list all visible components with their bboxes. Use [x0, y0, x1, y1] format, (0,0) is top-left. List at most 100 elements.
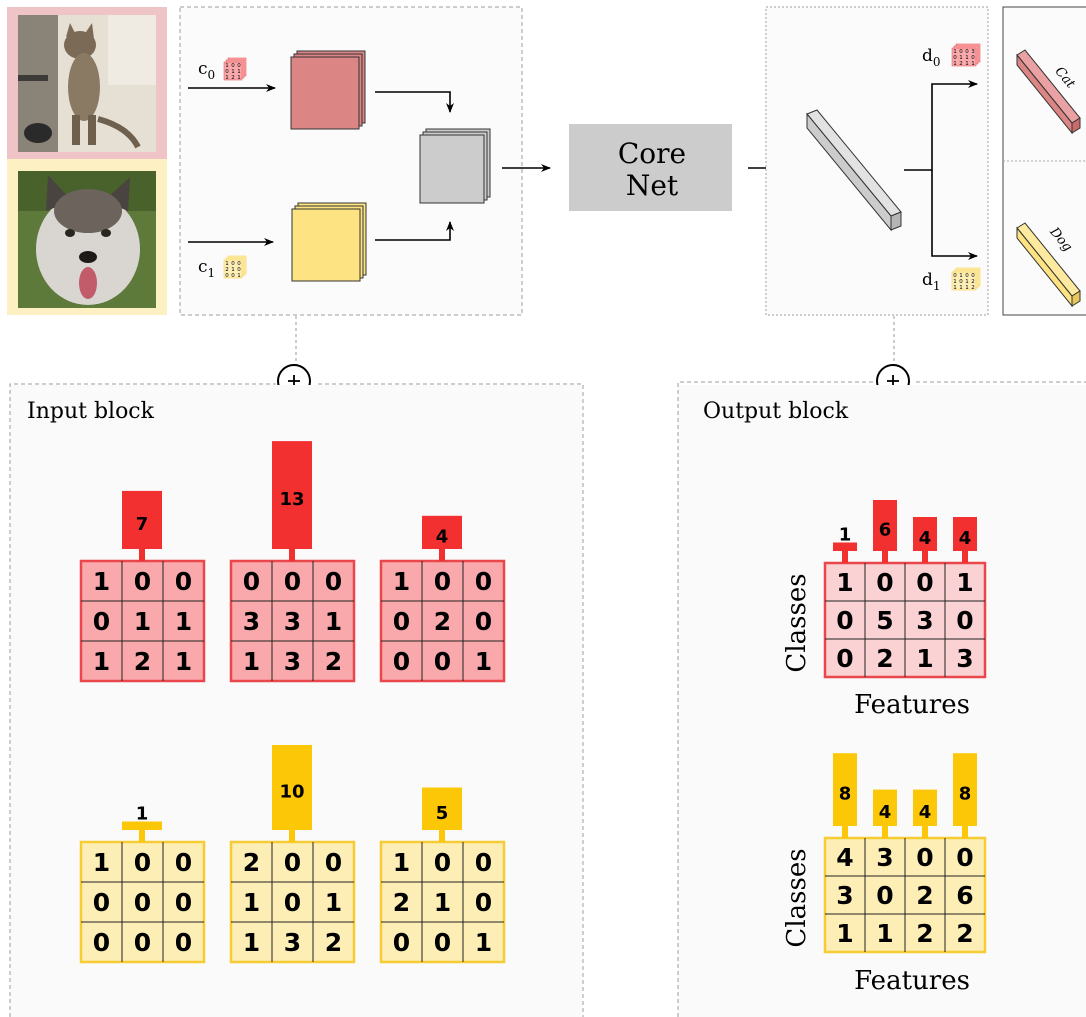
input-yellow-cell: 0: [284, 888, 301, 917]
input-red-cell: 0: [475, 567, 492, 596]
mini-cell: 2: [971, 279, 975, 285]
output-yellow-count-label: 4: [919, 802, 932, 823]
core-net-label-line2: Net: [626, 169, 679, 202]
mini-cell: 1: [959, 55, 963, 61]
output-split-arrow-d0: [904, 80, 978, 171]
mini-cell: 0: [237, 63, 241, 69]
input-yellow-cell: 2: [325, 928, 342, 957]
input-yellow-count-label: 10: [279, 782, 304, 803]
output-red-cell: 1: [916, 644, 933, 673]
input-red-cell: 0: [475, 607, 492, 636]
mini-cell: 1: [953, 49, 957, 55]
output-yellow-count-bar: [833, 753, 857, 826]
input-red-cell: 1: [175, 647, 192, 676]
input-yellow-cell: 0: [93, 928, 110, 957]
input-red-bar-stem: [439, 549, 445, 561]
mini-cell: 1: [231, 267, 235, 273]
input-red-cell: 1: [243, 647, 260, 676]
output-red-count-bar: [833, 542, 857, 551]
mini-cell: 1: [237, 75, 241, 81]
input-yellow-cell: 0: [434, 928, 451, 957]
mini-cell: 0: [231, 261, 235, 267]
output-split-arrow-d1: [931, 170, 978, 260]
mini-cell: 1: [959, 285, 963, 291]
output-yellow-cell: 1: [836, 919, 853, 948]
input-red-cell: 1: [134, 607, 151, 636]
input-red-cell: 3: [284, 647, 301, 676]
output-red-cell: 0: [836, 644, 853, 673]
input-yellow-cell: 0: [393, 928, 410, 957]
output-yellow-count-label: 4: [879, 802, 892, 823]
input-yellow-cell: 3: [284, 928, 301, 957]
input-yellow-cell: 0: [175, 888, 192, 917]
input-block-title: Input block: [27, 399, 155, 424]
input-red-cell: 0: [393, 647, 410, 676]
input-red-cell: 0: [134, 567, 151, 596]
output-red-bar-stem: [962, 551, 968, 563]
mini-cell: 1: [225, 261, 229, 267]
output-yellow-cell: 0: [956, 843, 973, 872]
output-red-cell: 2: [876, 644, 893, 673]
output-bar-prism: [806, 109, 902, 232]
input-yellow-cell: 0: [134, 848, 151, 877]
mini-cell: 1: [225, 75, 229, 81]
input-yellow-cell: 0: [475, 888, 492, 917]
mini-cell: 0: [953, 55, 957, 61]
input-yellow-cell: 0: [175, 848, 192, 877]
input-red-cell: 0: [243, 567, 260, 596]
input-red-cell: 2: [434, 607, 451, 636]
input-red-count-bar: [122, 490, 162, 549]
mini-cell: 0: [225, 273, 229, 279]
red-embedding-cube: [290, 50, 366, 130]
cat-photo-frame: [7, 7, 167, 159]
output-yellow-count-bar: [953, 753, 977, 826]
input-red-cell: 2: [325, 647, 342, 676]
mini-cell: 2: [971, 285, 975, 291]
input-red-cell: 1: [93, 567, 110, 596]
input-red-cell: 0: [325, 567, 342, 596]
input-red-count-label: 4: [436, 526, 449, 547]
output-yellow-cell: 3: [836, 881, 853, 910]
output-red-cell: 0: [876, 568, 893, 597]
mini-cell: 1: [953, 285, 957, 291]
input-red-cell: 0: [434, 647, 451, 676]
input-red-count-bar: [422, 515, 462, 549]
mini-cell: 2: [225, 267, 229, 273]
core-net-box: [569, 124, 732, 211]
mini-cell: 1: [237, 69, 241, 75]
output-yellow-cell: 0: [876, 881, 893, 910]
output-yellow-bar-stem: [882, 826, 888, 838]
input-red-count-bar: [272, 441, 312, 549]
mini-cell: 1: [959, 273, 963, 279]
mini-cell: 0: [237, 261, 241, 267]
input-yellow-cell: 0: [134, 888, 151, 917]
input-yellow-cell: 0: [325, 848, 342, 877]
output-red-cell: 0: [916, 568, 933, 597]
mini-cell: 0: [231, 273, 235, 279]
mini-cell: 0: [225, 69, 229, 75]
dog-photo-frame: [7, 159, 167, 315]
mini-cell: 0: [959, 49, 963, 55]
input-red-matrix-frame: [79, 559, 206, 683]
output-red-count-label: 6: [879, 520, 892, 541]
input-yellow-count-bar: [422, 787, 462, 830]
output-red-count-bar: [873, 500, 897, 551]
output-block-title: Output block: [703, 399, 849, 424]
dog-prism: [1016, 222, 1081, 308]
input-red-cell: 0: [434, 567, 451, 596]
output-red-bar-stem: [842, 551, 848, 563]
input-yellow-cell: 1: [243, 928, 260, 957]
output-red-ylabel: Classes: [782, 573, 812, 672]
input-red-cell: 1: [475, 647, 492, 676]
output-yellow-cell: 2: [956, 919, 973, 948]
mini-cell: 1: [237, 273, 241, 279]
input-red-bar-stem: [139, 549, 145, 561]
input-yellow-cell: 1: [325, 888, 342, 917]
output-yellow-cell: 3: [876, 843, 893, 872]
output-red-cell: 5: [876, 606, 893, 635]
mini-cell: 1: [225, 63, 229, 69]
mini-cell: 0: [965, 49, 969, 55]
